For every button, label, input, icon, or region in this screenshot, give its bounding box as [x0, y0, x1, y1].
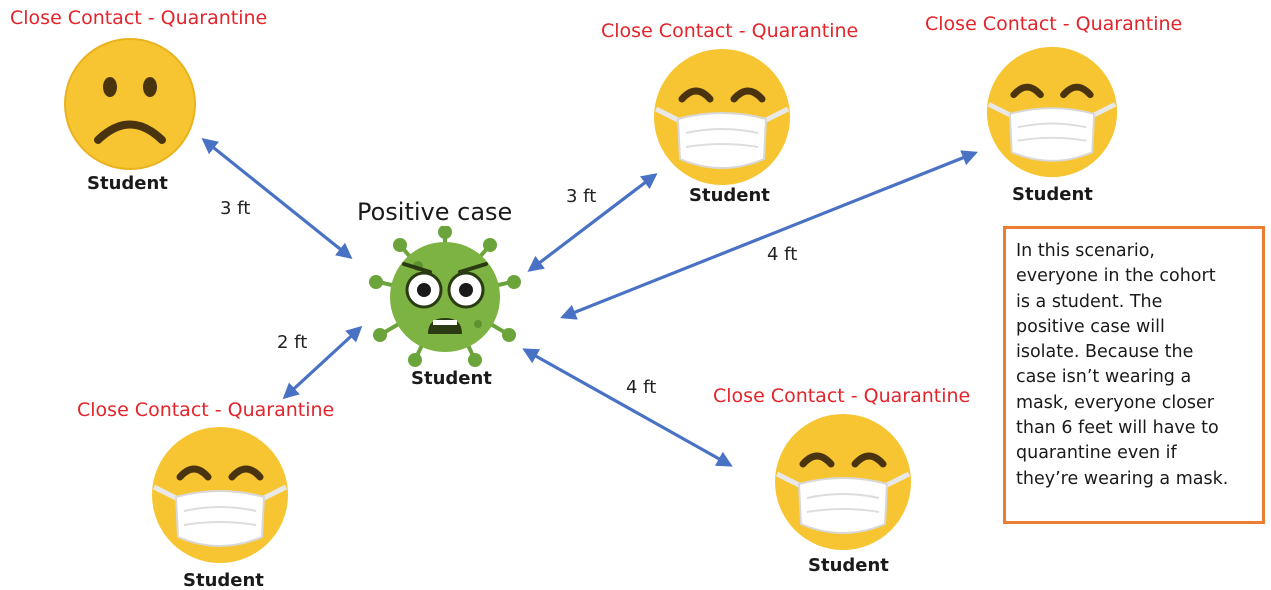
arrow-top-left [201, 137, 353, 260]
scenario-note-box: In this scenario, everyone in the cohort… [1003, 226, 1265, 524]
student-label: Student [808, 555, 889, 576]
note-line: positive case will [1016, 316, 1165, 337]
student-label: Student [183, 570, 264, 590]
note-line: everyone in the cohort [1016, 266, 1216, 287]
note-line: they’re wearing a mask. [1016, 468, 1229, 489]
distance-label-far-right: 4 ft [767, 244, 798, 265]
positive-case-title: Positive case [357, 198, 513, 226]
note-line: than 6 feet will have to [1016, 418, 1219, 439]
note-line: isolate. Because the [1016, 342, 1194, 363]
note-line: In this scenario, [1016, 241, 1155, 261]
note-line: is a student. The [1016, 291, 1163, 312]
quarantine-label: Close Contact - Quarantine [10, 7, 268, 29]
virus-icon [369, 226, 521, 367]
quarantine-label: Close Contact - Quarantine [601, 20, 859, 42]
distance-label-bottom-right: 4 ft [626, 377, 657, 398]
student-label: Student [87, 173, 168, 194]
note-line: case isn’t wearing a [1016, 367, 1192, 388]
note-line: quarantine even if [1016, 443, 1177, 464]
student-label: Student [689, 185, 770, 206]
note-line: mask, everyone closer [1016, 392, 1214, 413]
student-label: Student [411, 368, 492, 389]
distance-label-top-right-near: 3 ft [566, 186, 597, 207]
distance-label-top-left: 3 ft [220, 198, 251, 219]
face-with-medical-mask-icon [986, 46, 1118, 178]
arrow-far-right [560, 150, 978, 320]
quarantine-label: Close Contact - Quarantine [713, 385, 971, 407]
face-with-medical-mask-icon [152, 427, 288, 563]
quarantine-label: Close Contact - Quarantine [77, 399, 335, 421]
quarantine-label: Close Contact - Quarantine [925, 13, 1183, 35]
arrow-bottom-right [522, 348, 733, 467]
student-label: Student [1012, 184, 1093, 205]
frowning-face-icon [64, 38, 196, 170]
arrow-bottom-left [282, 325, 363, 400]
distance-label-bottom-left: 2 ft [277, 332, 308, 353]
face-with-medical-mask-icon [654, 49, 790, 185]
face-with-medical-mask-icon [775, 414, 911, 550]
